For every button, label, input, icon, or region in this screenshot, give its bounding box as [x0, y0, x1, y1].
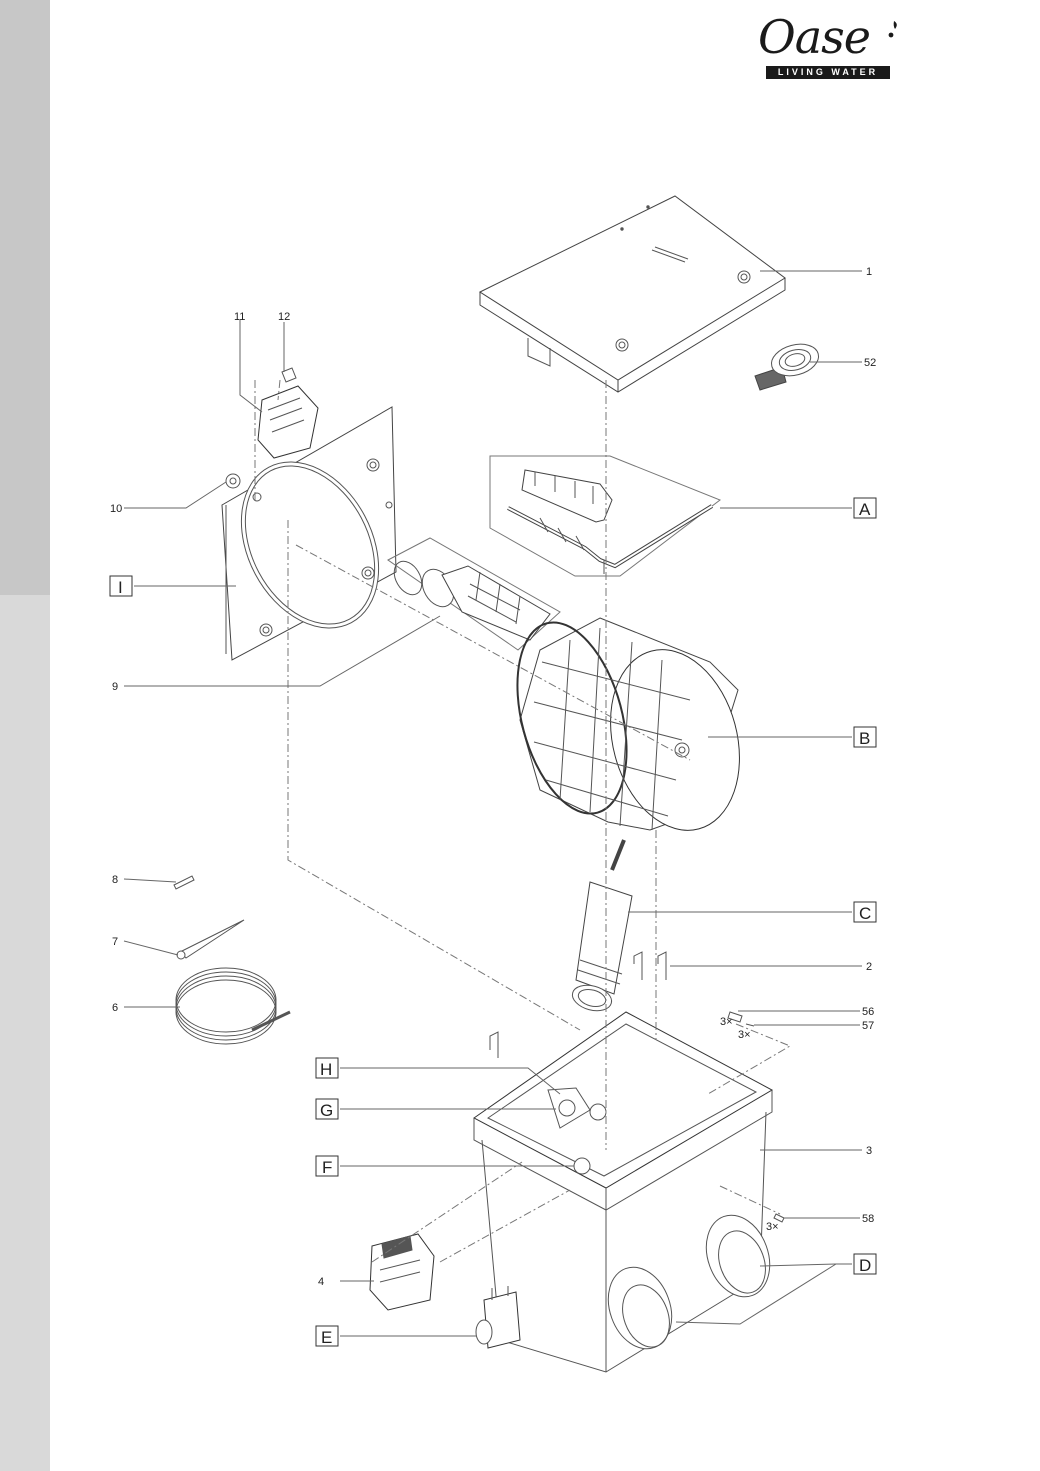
qty-56: 3×: [720, 1016, 733, 1028]
callout-6: 6: [112, 1002, 118, 1014]
nut-part: [225, 473, 241, 489]
uv-clarifier-part: [571, 839, 633, 1012]
clip-parts: [489, 951, 667, 1058]
assembly-a-part: [489, 455, 722, 577]
callout-12: 12: [278, 311, 290, 323]
side-bar-top: [0, 0, 50, 595]
callout-8: 8: [112, 874, 118, 886]
ground-spike-part: [176, 919, 245, 960]
side-bar-bottom: [0, 595, 50, 1471]
callout-3: 3: [866, 1145, 872, 1157]
callout-9: 9: [112, 681, 118, 693]
housing-part: [473, 1011, 774, 1373]
assembly-label-e: E: [321, 1328, 332, 1347]
valve-part: [475, 1286, 521, 1349]
qty-58: 3×: [766, 1221, 779, 1233]
fuse-part: [173, 875, 195, 890]
assembly-label-c: C: [859, 904, 871, 923]
assembly-label-f: F: [322, 1158, 332, 1177]
callout-52: 52: [864, 357, 876, 369]
callout-1: 1: [866, 266, 872, 278]
screw-parts: [727, 1011, 785, 1223]
inlet-basket-part: [387, 537, 561, 651]
lid-part: [478, 195, 786, 393]
logo-drop-icon: [888, 21, 897, 38]
assembly-label-h: H: [320, 1060, 332, 1079]
assembly-label-i: I: [118, 578, 123, 597]
callout-7: 7: [112, 936, 118, 948]
assembly-label-d: D: [859, 1256, 871, 1275]
assembly-label-b: B: [859, 729, 870, 748]
logo-tagline: LIVING WATER: [766, 66, 890, 79]
control-unit-part: [369, 1233, 435, 1311]
callout-4: 4: [318, 1276, 324, 1288]
callout-58: 58: [862, 1213, 874, 1225]
assembly-label-a: A: [859, 500, 871, 519]
drum-assembly-part: [516, 617, 740, 831]
callout-11: 11: [234, 311, 245, 323]
motor-unit-part: [257, 367, 319, 459]
callout-10: 10: [110, 503, 122, 515]
oase-logo: Oase LIVING WATER: [752, 10, 912, 84]
frame-plate-part: [221, 406, 397, 661]
cable-coil-part: [175, 967, 291, 1045]
logo-wordmark: Oase: [758, 10, 871, 64]
assembly-label-g: G: [320, 1101, 333, 1120]
callout-2: 2: [866, 961, 872, 973]
callout-57: 57: [862, 1020, 874, 1032]
qty-57: 3×: [738, 1029, 751, 1041]
callout-56: 56: [862, 1006, 874, 1018]
tape-roll-part: [754, 343, 820, 391]
